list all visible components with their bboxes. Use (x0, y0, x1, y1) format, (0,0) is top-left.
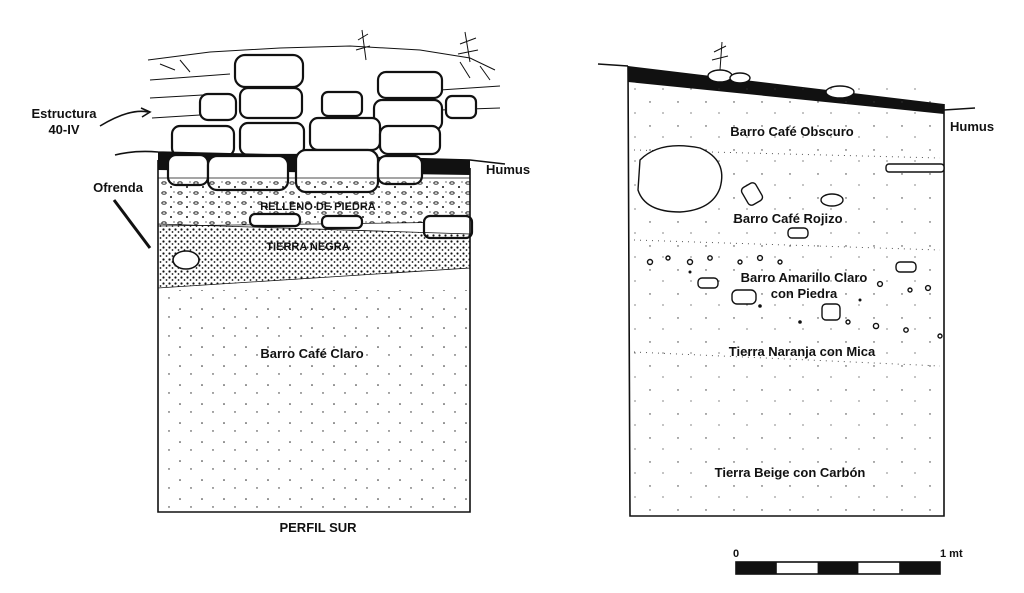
stone-fill-label: RELLENO DE PIEDRA (260, 201, 376, 213)
scale-start-label: 0 (733, 548, 739, 560)
layer-5-label: Tierra Beige con Carbón (715, 465, 866, 480)
black-earth-layer (157, 223, 471, 289)
layer-2-label: Barro Café Rojizo (733, 211, 842, 226)
structure-label-code: 40-IV (48, 122, 79, 137)
structure-arrowhead (140, 107, 152, 118)
right-pit-outline (627, 65, 945, 517)
humus-label-right: Humus (950, 119, 994, 134)
bottom-layer-label: Barro Café Claro (260, 346, 363, 361)
structure-wall-sketch (147, 29, 501, 119)
right-profile: Barro Café Obscuro Barro Café Rojizo Bar… (597, 41, 994, 517)
structure-label: Estructura (31, 106, 97, 121)
structure-stones (170, 53, 478, 158)
right-ground-line (597, 63, 976, 111)
layer-3-label-line2: con Piedra (771, 286, 838, 301)
large-stone (637, 145, 723, 213)
structure-pointer (99, 110, 149, 127)
offering-label: Ofrenda (93, 180, 144, 195)
scale-end-label: 1 mt (940, 548, 963, 560)
scale-bar: 0 1 mt (733, 548, 963, 575)
light-clay-layer (160, 290, 468, 510)
pit-outline (157, 160, 471, 513)
layer-3-label: Barro Amarillo Claro (741, 270, 868, 285)
profile-caption: PERFIL SUR (279, 520, 357, 535)
scale-segment-1 (736, 562, 777, 574)
left-profile: Estructura 40-IV Ofrenda Humus RELLENO D… (31, 29, 530, 535)
scale-bar-segments (736, 562, 940, 574)
offering-pointer (112, 199, 152, 249)
right-plant (711, 41, 729, 71)
offering-vessel (172, 250, 200, 270)
scale-segment-5 (899, 562, 940, 574)
humus-label-left: Humus (486, 162, 530, 177)
layer-4-label: Tierra Naranja con Mica (729, 344, 876, 359)
scale-segment-3 (817, 562, 859, 574)
gravel-scatter (646, 254, 943, 339)
black-earth-label: TIERRA NEGRA (266, 241, 349, 253)
layer-1-label: Barro Café Obscuro (730, 124, 854, 139)
